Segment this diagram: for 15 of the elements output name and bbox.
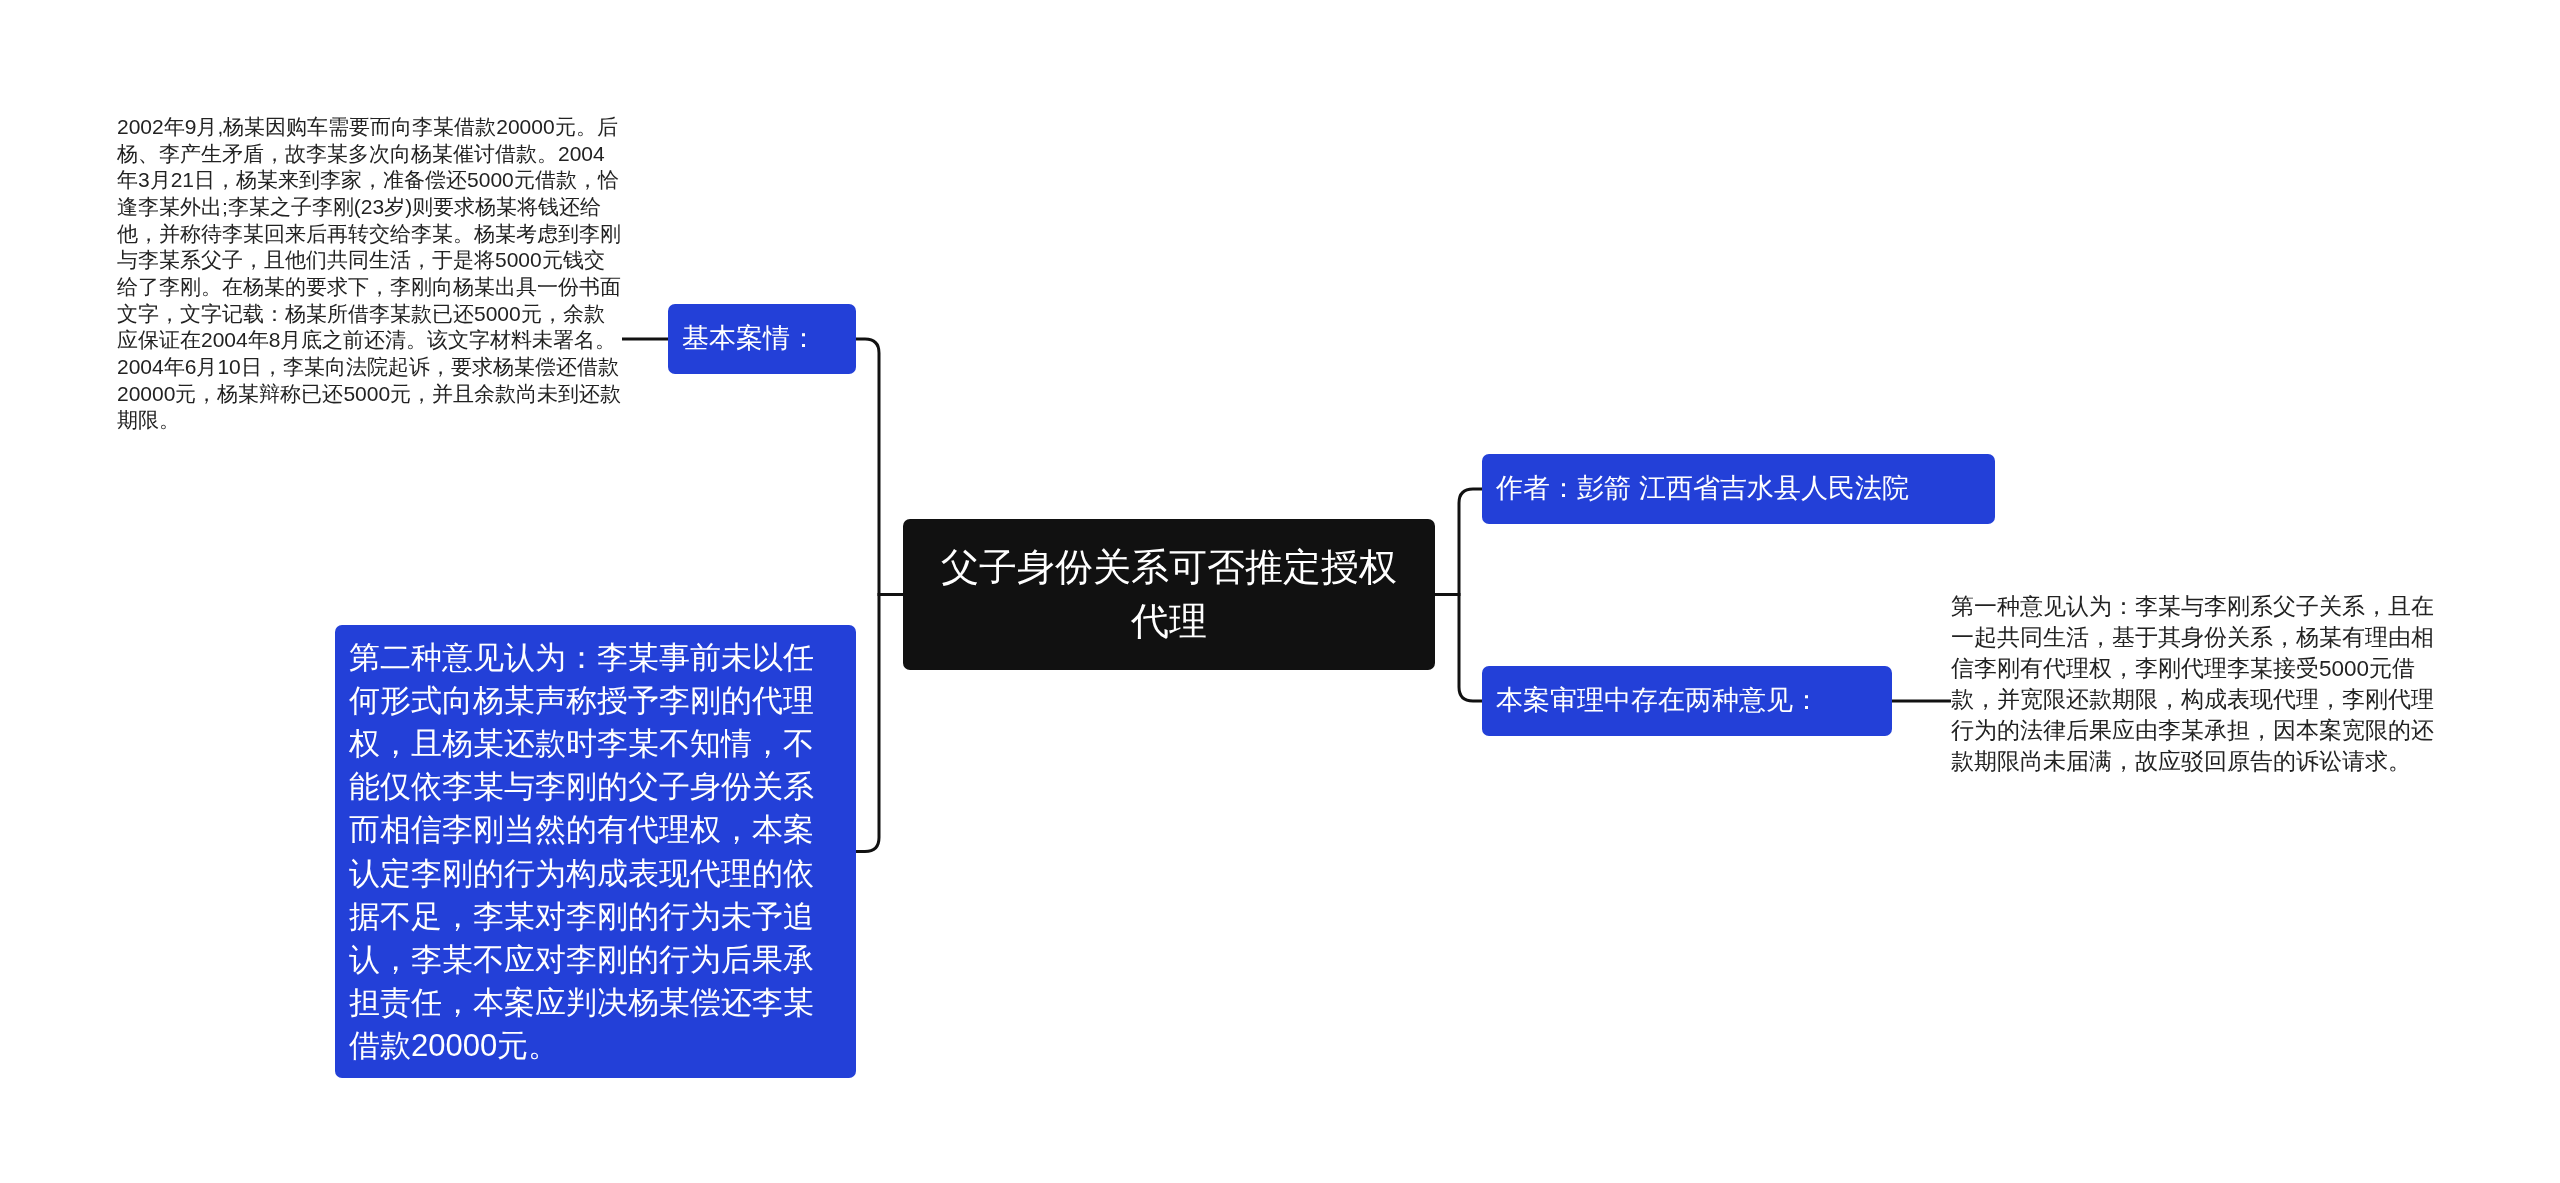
topic-text: 基本案情： (682, 322, 817, 356)
topic-text: 第二种意见认为：李某事前未以任何形式向杨某声称授予李刚的代理权，且杨某还款时李某不知情，不能仅依李某与李刚的父子身份关系而相信李刚当然的有代理权，本案认定李刚的行为构成表现代理的依据不足，李某对李刚的行为未予追认，李某不应对李刚的行为后果承担责任，本案应判决杨某偿还李某借款20000元。 (349, 639, 815, 1065)
topic-box (1482, 454, 1995, 524)
topic-text: 作者：彭箭 江西省吉水县人民法院 (1496, 472, 1909, 506)
connector-line (622, 337, 668, 341)
topic-box (1482, 666, 1892, 736)
note-text: 第一种意见认为：李某与李刚系父子关系，且在一起共同生活，基于其身份关系，杨某有理由相信李刚有代理权，李刚代理李某接受5000元借款，并宽限还款期限，构成表现代理，李刚代理行为的法律后果应由李某承担，因本案宽限的还款期限尚未届满，故应驳回原告的诉讼请求。 (1951, 591, 2446, 778)
topic-box (335, 625, 856, 1078)
topic-box (668, 304, 856, 374)
note-text: 2002年9月,杨某因购车需要而向李某借款20000元。后杨、李产生矛盾，故李某多次向杨某催讨借款。2004年3月21日，杨某来到李家，准备偿还5000元借款，恰逢李某外出;李某之子李刚(23岁)则要求杨某将钱还给他，并称待李某回来后再转交给李某。杨某考虑到李刚与李某系父子，且他们共同生活，于是将5000元钱交给了李刚。在杨某的要求下，李刚向杨某出具一份书面文字，文字记载：杨某所借李某款已还5000元，余款应保证在2004年8月底之前还清。该文字材料未署名。2004年6月10日，李某向法院起诉，要求杨某偿还借款20000元，杨某辩称已还5000元，并且余款尚未到还款期限。 (117, 114, 622, 434)
central-topic-box (903, 519, 1435, 670)
connector-line (1892, 699, 1951, 703)
connector-line (1435, 593, 1482, 703)
topic-text: 父子身份关系可否推定授权代理 (940, 545, 1398, 644)
topic-text: 本案审理中存在两种意见： (1496, 684, 1820, 718)
